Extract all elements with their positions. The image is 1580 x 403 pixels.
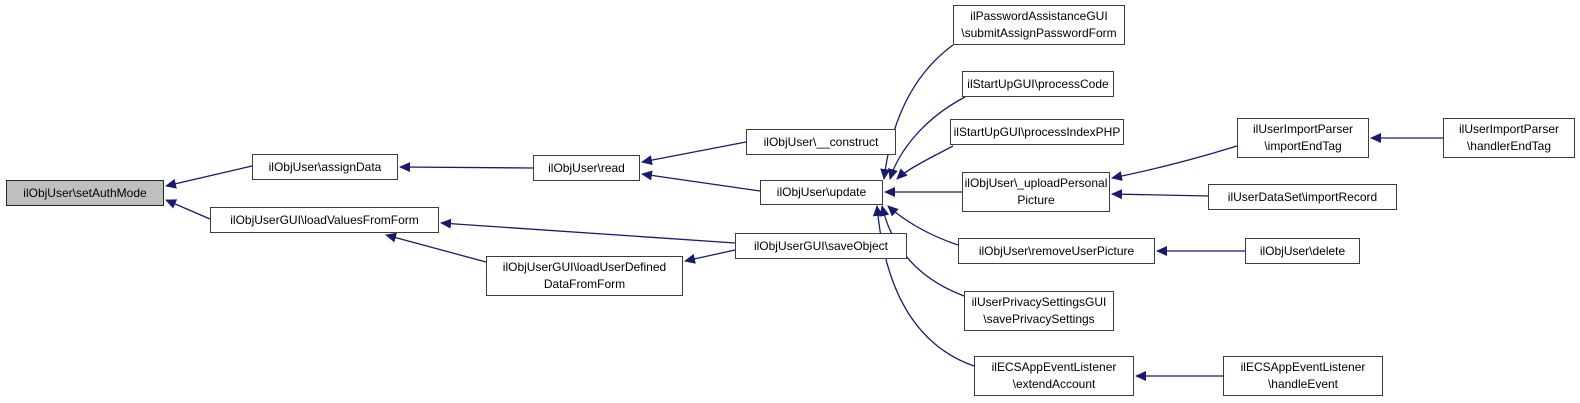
node-iluserdataset-importrecord[interactable]: ilUserDataSet\importRecord [1208, 184, 1397, 210]
edge-read-to-assigndata [399, 162, 534, 173]
node-iluserimportparser-handlerendtag[interactable]: ilUserImportParser \handlerEndTag [1443, 118, 1575, 158]
node-iluserimportparser-importendtag[interactable]: ilUserImportParser \importEndTag [1237, 118, 1369, 158]
edge-loadvaluesfromform-to-setauthmode [165, 199, 211, 220]
edge-submitassignpasswordform-to-update [880, 44, 954, 180]
edge-loaduserdefineddatafromform-to-loadvaluesfromform [385, 232, 487, 263]
node-ilobjuser-construct[interactable]: ilObjUser\__construct [746, 129, 896, 155]
node-iluserprivacysettingsgui-saveprivacysettings[interactable]: ilUserPrivacySettingsGUI \savePrivacySet… [964, 291, 1114, 331]
node-ilecsappeventlistener-extendaccount[interactable]: ilECSAppEventListener \extendAccount [974, 356, 1134, 396]
edge-processindexphp-to-update [896, 145, 954, 180]
node-ilstartupgui-processcode[interactable]: ilStartUpGUI\processCode [962, 71, 1114, 97]
node-ilobjuser-delete[interactable]: ilObjUser\delete [1245, 238, 1360, 264]
node-ilecsappeventlistener-handleevent[interactable]: ilECSAppEventListener \handleEvent [1223, 356, 1383, 396]
node-ilobjusergui-loadvaluesfromform[interactable]: ilObjUserGUI\loadValuesFromForm [210, 207, 439, 233]
edge-importrecord-to-uploadpersonalpicture [1111, 189, 1209, 200]
node-ilobjuser-update[interactable]: ilObjUser\update [760, 180, 883, 205]
node-ilobjuser-uploadpersonalpicture[interactable]: ilObjUser\_uploadPersonal Picture [962, 172, 1110, 212]
edge-construct-to-read [641, 141, 747, 166]
edge-extendaccount-to-update [872, 205, 975, 367]
node-ilobjuser-setauthmode[interactable]: ilObjUser\setAuthMode [6, 180, 164, 206]
edge-assigndata-to-setauthmode [165, 165, 253, 189]
node-ilpasswordassistancegui-submitassignpasswordform[interactable]: ilPasswordAssistanceGUI \submitAssignPas… [953, 5, 1125, 45]
node-ilobjuser-assigndata[interactable]: ilObjUser\assignData [252, 154, 398, 180]
node-ilobjuser-read[interactable]: ilObjUser\read [533, 155, 640, 181]
edge-importendtag-to-uploadpersonalpicture [1111, 145, 1238, 181]
edge-saveobject-to-loadvaluesfromform [440, 218, 736, 244]
node-ilobjuser-removeuserpicture[interactable]: ilObjUser\removeUserPicture [958, 238, 1155, 264]
edge-saveobject-to-loaduserdefineddatafromform [684, 249, 736, 264]
node-ilobjusergui-loaduserdefineddatafromform[interactable]: ilObjUserGUI\loadUserDefined DataFromFor… [486, 256, 683, 296]
edge-removeuserpicture-to-update [887, 205, 959, 246]
node-ilobjusergui-saveobject[interactable]: ilObjUserGUI\saveObject [735, 233, 907, 259]
edge-processcode-to-update [888, 96, 966, 180]
node-ilstartupgui-processindexphp[interactable]: ilStartUpGUI\processIndexPHP [950, 119, 1124, 145]
edge-update-to-read [641, 170, 761, 192]
